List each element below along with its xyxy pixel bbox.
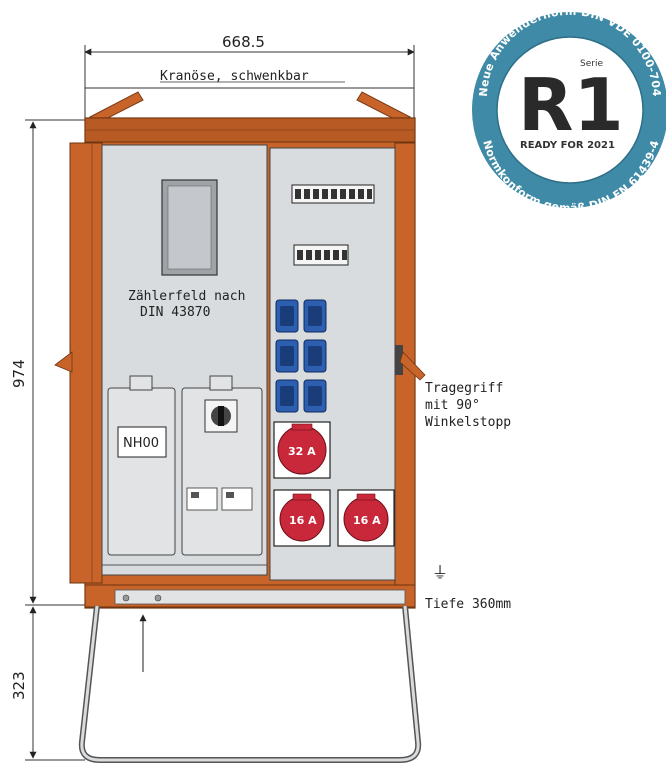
depth-note: Tiefe 360mm [425, 597, 511, 612]
schuko-socket [275, 379, 299, 413]
handle-note-line1: Tragegriff [425, 381, 503, 396]
cee-socket-16a-right-label: 16 A [353, 514, 381, 527]
schuko-socket [275, 339, 299, 373]
height-dimension: 974 323 [10, 119, 85, 761]
schuko-sockets [275, 299, 327, 413]
crane-eye-note: Kranöse, schwenkbar [85, 69, 414, 89]
meter-field-line1: Zählerfeld nach [128, 289, 245, 304]
height-cabinet-label: 974 [10, 359, 28, 388]
height-stand-label: 323 [10, 671, 28, 700]
schuko-socket [303, 339, 327, 373]
breaker-row-2 [293, 244, 349, 266]
meter-panel: Zählerfeld nach DIN 43870 NH00 [101, 144, 268, 576]
series-badge: Neue Anwendernorm DIN VDE 0100-704 Normk… [472, 5, 666, 215]
breaker-row-1 [291, 184, 375, 204]
handle-note: Tragegriff mit 90° Winkelstopp [425, 381, 511, 430]
cee-socket-32a: 32 A [273, 421, 331, 479]
carry-frame [78, 605, 422, 763]
schuko-socket [303, 299, 327, 333]
badge-series-name: R1 [518, 63, 624, 147]
badge-series-label: Serie [580, 59, 603, 69]
ground-symbol-icon: ⏚ [432, 563, 448, 582]
schuko-socket [275, 299, 299, 333]
handles [54, 345, 426, 381]
cee-socket-32a-label: 32 A [288, 445, 316, 458]
fuse-label: NH00 [123, 436, 159, 451]
crane-eye-label: Kranöse, schwenkbar [160, 69, 309, 84]
cee-socket-16a-right: 16 A [337, 489, 395, 547]
handle-note-line2: mit 90° [425, 398, 480, 413]
cee-socket-16a-left-label: 16 A [289, 514, 317, 527]
schuko-socket [303, 379, 327, 413]
handle-note-line3: Winkelstopp [425, 415, 511, 430]
width-dimension-label: 668.5 [222, 33, 265, 51]
socket-panel: 32 A 16 A 16 A [269, 147, 396, 581]
cee-socket-16a-left: 16 A [273, 489, 331, 547]
meter-field-line2: DIN 43870 [140, 305, 210, 320]
width-dimension: 668.5 [84, 33, 415, 120]
badge-ready: READY FOR 2021 [520, 140, 615, 151]
